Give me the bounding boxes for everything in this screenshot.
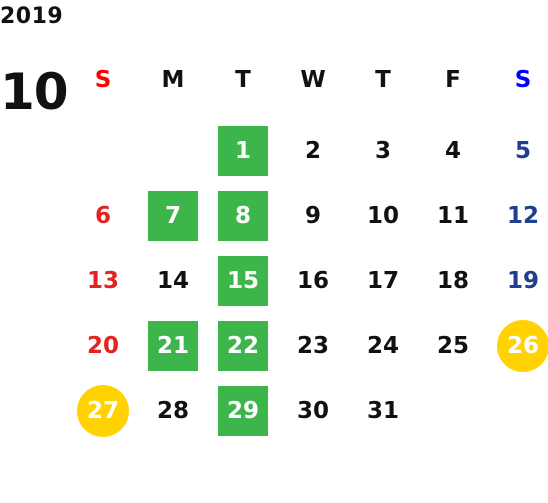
day-number-10: 10: [366, 202, 399, 229]
calendar-day-cell[interactable]: 16: [278, 248, 348, 313]
calendar-day-cell[interactable]: 11: [418, 183, 488, 248]
calendar-day-cell[interactable]: 8: [208, 183, 278, 248]
day-number-16: 16: [296, 267, 329, 294]
day-number-29: 29: [218, 385, 268, 436]
day-number-1: 1: [218, 125, 268, 176]
day-number-26: 26: [497, 319, 548, 372]
day-number-21: 21: [148, 320, 198, 371]
day-number-7: 7: [148, 190, 198, 241]
day-number-30: 30: [296, 397, 329, 424]
weekday-header-mon: M: [161, 67, 185, 93]
day-number-25: 25: [436, 332, 469, 359]
calendar-day-cell[interactable]: 29: [208, 378, 278, 443]
day-number-28: 28: [156, 397, 189, 424]
calendar-day-cell[interactable]: 10: [348, 183, 418, 248]
calendar-year: 2019: [0, 4, 64, 29]
calendar-day-cell[interactable]: 1: [208, 118, 278, 183]
calendar-day-cell[interactable]: 2: [278, 118, 348, 183]
day-number-5: 5: [514, 137, 531, 164]
calendar-day-cell[interactable]: 18: [418, 248, 488, 313]
calendar-day-cell[interactable]: 4: [418, 118, 488, 183]
calendar-day-cell[interactable]: 15: [208, 248, 278, 313]
calendar-day-cell[interactable]: 22: [208, 313, 278, 378]
day-number-3: 3: [374, 137, 391, 164]
calendar-day-cell[interactable]: 17: [348, 248, 418, 313]
calendar-day-cell[interactable]: 19: [488, 248, 548, 313]
calendar-day-cell[interactable]: 24: [348, 313, 418, 378]
day-number-14: 14: [156, 267, 189, 294]
weekday-header-fri: F: [445, 67, 461, 93]
calendar-day-cell[interactable]: 20: [68, 313, 138, 378]
day-number-22: 22: [218, 320, 268, 371]
calendar-day-cell[interactable]: 26: [488, 313, 548, 378]
weekday-header-wed: W: [300, 67, 326, 93]
day-number-6: 6: [94, 202, 111, 229]
calendar-day-cell[interactable]: 3: [348, 118, 418, 183]
day-number-18: 18: [436, 267, 469, 294]
day-number-11: 11: [436, 202, 469, 229]
day-number-23: 23: [296, 332, 329, 359]
calendar-day-cell[interactable]: 30: [278, 378, 348, 443]
calendar-day-cell[interactable]: 13: [68, 248, 138, 313]
day-number-20: 20: [86, 332, 119, 359]
day-number-19: 19: [506, 267, 539, 294]
day-number-24: 24: [366, 332, 399, 359]
calendar-month: 10: [0, 63, 69, 121]
calendar-day-cell[interactable]: 23: [278, 313, 348, 378]
calendar-day-cell[interactable]: 6: [68, 183, 138, 248]
day-number-2: 2: [304, 137, 321, 164]
calendar-day-cell[interactable]: 25: [418, 313, 488, 378]
day-number-27: 27: [77, 384, 129, 437]
calendar-day-cell[interactable]: 21: [138, 313, 208, 378]
day-number-15: 15: [218, 255, 268, 306]
weekday-header-thu: T: [375, 67, 391, 93]
day-number-4: 4: [444, 137, 461, 164]
calendar-day-cell[interactable]: 31: [348, 378, 418, 443]
calendar-day-cell[interactable]: 7: [138, 183, 208, 248]
weekday-header-sun: S: [94, 67, 112, 93]
calendar-day-cell[interactable]: 28: [138, 378, 208, 443]
weekday-header-tue: T: [235, 67, 251, 93]
calendar-day-cell[interactable]: 14: [138, 248, 208, 313]
calendar-day-cell[interactable]: 5: [488, 118, 548, 183]
day-number-9: 9: [304, 202, 321, 229]
day-number-8: 8: [218, 190, 268, 241]
calendar-day-cell[interactable]: 9: [278, 183, 348, 248]
day-number-17: 17: [366, 267, 399, 294]
day-number-12: 12: [506, 202, 539, 229]
day-number-31: 31: [366, 397, 399, 424]
calendar-day-cell[interactable]: 12: [488, 183, 548, 248]
day-number-13: 13: [86, 267, 119, 294]
weekday-header-sat: S: [514, 67, 532, 93]
calendar-day-cell[interactable]: 27: [68, 378, 138, 443]
